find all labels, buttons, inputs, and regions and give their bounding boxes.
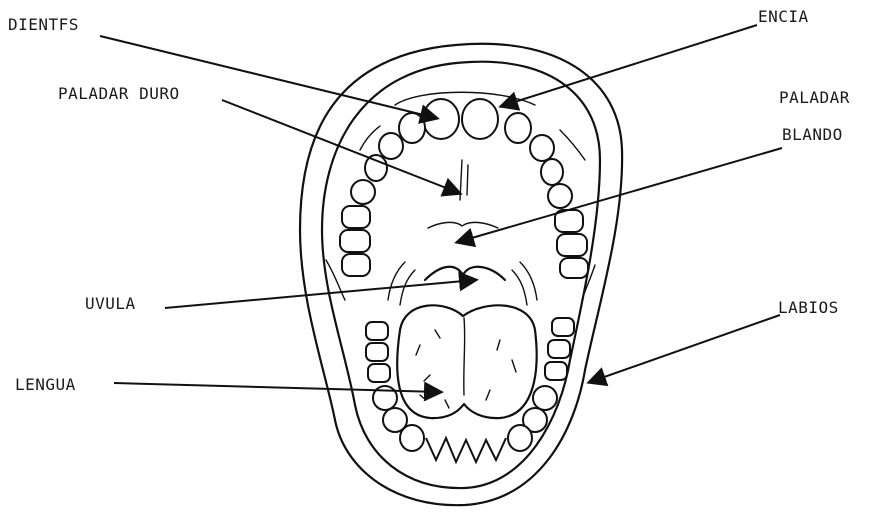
lower-tooth [533, 386, 557, 410]
lower-molar [366, 322, 388, 340]
upper-tooth [530, 135, 554, 161]
upper-incisor-right [462, 99, 498, 139]
throat-arch-right [512, 262, 537, 305]
upper-tooth [365, 155, 387, 181]
label-lengua: LENGUA [15, 375, 76, 394]
lower-molar [368, 364, 390, 382]
upper-tooth [541, 159, 563, 185]
upper-tooth [505, 113, 531, 143]
label-paladar-blando-line1: PALADAR [779, 88, 850, 107]
leader-paladar-blando [458, 148, 782, 242]
lower-incisors [426, 438, 506, 462]
upper-molar [557, 234, 587, 256]
tongue-midline [464, 318, 465, 395]
label-paladar-duro: PALADAR DURO [58, 84, 180, 103]
upper-tooth [399, 113, 425, 143]
label-dientes: DIENTFS [8, 15, 79, 34]
label-paladar-blando-line2: BLANDO [782, 125, 843, 144]
lower-molar [545, 362, 567, 380]
label-labios: LABIOS [778, 298, 839, 317]
throat-arch-left [388, 262, 415, 305]
label-encia: ENCIA [758, 7, 809, 26]
upper-molar [342, 206, 370, 228]
tongue-texture [416, 330, 516, 408]
leader-labios [590, 315, 780, 382]
upper-teeth [340, 99, 588, 278]
upper-tooth [351, 180, 375, 204]
upper-tooth [379, 133, 403, 159]
lower-molar [548, 340, 570, 358]
soft-palate-curve [428, 222, 498, 228]
upper-molar [560, 258, 588, 278]
upper-molar [340, 230, 370, 252]
upper-tooth [548, 184, 572, 208]
leader-uvula [165, 280, 475, 308]
upper-molar [342, 254, 370, 276]
tongue-outline [397, 305, 536, 418]
uvula-shape [425, 267, 505, 280]
lower-molar [552, 318, 574, 336]
leader-encia [502, 25, 757, 106]
leader-dientes [100, 36, 436, 118]
lower-tooth [400, 425, 424, 451]
lower-molar [366, 343, 388, 361]
upper-incisor-left [423, 99, 459, 139]
lower-tooth [508, 425, 532, 451]
label-uvula: UVULA [85, 294, 136, 313]
hard-palate-ridge [460, 160, 468, 200]
